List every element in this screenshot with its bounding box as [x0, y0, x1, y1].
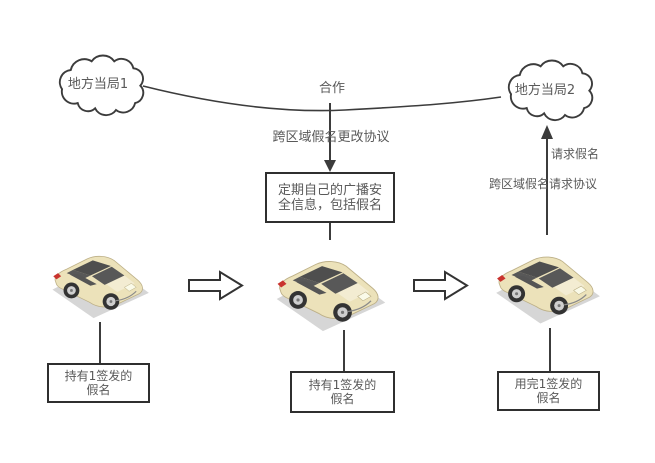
car-icon — [51, 255, 150, 319]
down-arrow-icon — [324, 103, 336, 172]
middle-car-status-line1: 持有1签发的 — [308, 378, 377, 392]
car-icon — [495, 256, 601, 325]
right-block-arrow-icon — [188, 270, 244, 301]
middle-car-status-box: 持有1签发的 假名 — [290, 371, 395, 413]
request-protocol-label: 跨区域假名请求协议 — [488, 177, 597, 191]
right-car-status-line1: 用完1签发的 — [514, 377, 583, 391]
change-protocol-label: 跨区域假名更改协议 — [272, 130, 390, 145]
cooperation-edge — [142, 85, 502, 112]
right-block-arrow-icon — [413, 270, 469, 301]
right-car-status-box: 用完1签发的 假名 — [497, 371, 600, 411]
left-car-status-box: 持有1签发的 假名 — [47, 363, 150, 403]
broadcast-info-box: 定期自己的广播安 全信息，包括假名 — [265, 172, 395, 223]
up-arrow-icon — [541, 125, 553, 235]
broadcast-info-line1: 定期自己的广播安 — [277, 182, 382, 198]
request-pseudonym-label: 请求假名 — [551, 147, 600, 161]
left-car-status-line2: 假名 — [86, 383, 111, 397]
right-car-status-line2: 假名 — [536, 391, 561, 405]
broadcast-info-line2: 全信息，包括假名 — [277, 197, 382, 213]
cloud-label-authority-2: 地方当局2 — [514, 83, 576, 98]
cooperation-label: 合作 — [318, 81, 345, 96]
cloud-label-authority-1: 地方当局1 — [67, 77, 129, 92]
car-icon — [276, 260, 386, 332]
middle-car-status-line2: 假名 — [330, 392, 355, 406]
left-car-status-line1: 持有1签发的 — [64, 369, 133, 383]
